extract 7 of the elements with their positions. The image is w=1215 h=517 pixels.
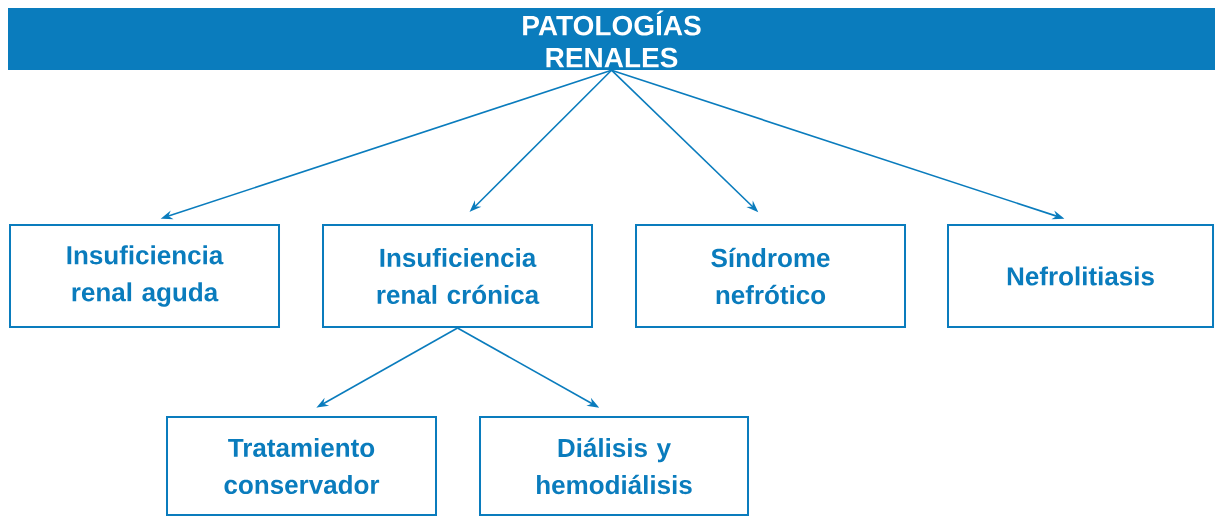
process-box: Nefrolitiasis xyxy=(947,224,1214,328)
process-box: Insuficiencia renal crónica xyxy=(322,224,593,328)
process-box: Insuficiencia renal aguda xyxy=(9,224,280,328)
title-band: PATOLOGÍAS RENALES xyxy=(8,8,1215,70)
process-box: Tratamiento conservador xyxy=(166,416,437,516)
process-box: Diálisis y hemodiálisis xyxy=(479,416,749,516)
process-box: Síndrome nefrótico xyxy=(635,224,906,328)
